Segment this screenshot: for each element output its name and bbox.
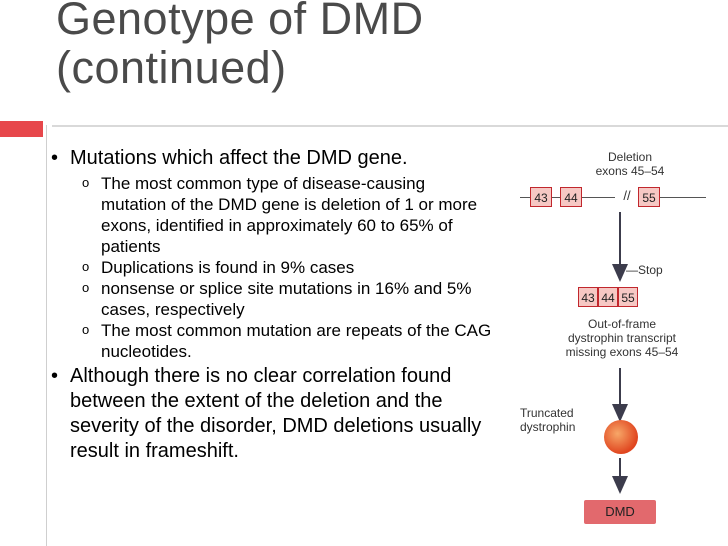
bullet-marker: • xyxy=(51,365,59,387)
exon-box: 43 xyxy=(530,187,552,207)
sub-bullet-item: o The most common mutation are repeats o… xyxy=(46,320,492,362)
bullet-item: • Mutations which affect the DMD gene. xyxy=(46,146,492,171)
sub-bullet-text: nonsense or splice site mutations in 16%… xyxy=(101,279,472,319)
deletion-label-line-1: Deletion xyxy=(607,150,653,164)
truncated-dystrophin-icon xyxy=(604,420,638,454)
transcript-caption-line-3: missing exons 45–54 xyxy=(565,345,679,359)
arrow-down-icon xyxy=(612,476,628,494)
left-divider xyxy=(46,125,47,546)
accent-block xyxy=(0,121,43,137)
title-line-2: (continued) xyxy=(56,42,287,93)
stop-tick-icon: — xyxy=(626,263,638,277)
sub-bullet-item: o The most common type of disease-causin… xyxy=(46,173,492,257)
stop-label: —Stop xyxy=(626,263,686,277)
sub-bullet-marker: o xyxy=(82,280,90,295)
transcript-exon: 43 xyxy=(578,287,598,307)
sub-bullet-text: The most common mutation are repeats of … xyxy=(101,321,492,361)
truncated-label-line-2: dystrophin xyxy=(520,420,576,434)
dmd-result-box: DMD xyxy=(584,500,656,524)
sub-bullet-marker: o xyxy=(82,259,90,274)
sub-bullet-marker: o xyxy=(82,175,90,190)
arrow-shaft xyxy=(619,368,621,408)
sub-bullet-text: Duplications is found in 9% cases xyxy=(101,258,355,277)
arrow-down-icon xyxy=(612,404,628,422)
bullet-text: Mutations which affect the DMD gene. xyxy=(70,147,408,169)
break-mark: // xyxy=(615,189,639,203)
title-divider xyxy=(52,125,728,127)
transcript-caption-line-2: dystrophin transcript xyxy=(567,331,677,345)
deletion-label-line-2: exons 45–54 xyxy=(595,164,665,178)
arrow-shaft xyxy=(619,212,621,268)
transcript-exon: 55 xyxy=(618,287,638,307)
exon-box: 44 xyxy=(560,187,582,207)
bullet-marker: • xyxy=(51,147,59,169)
gene-line xyxy=(520,197,706,198)
arrow-shaft xyxy=(619,458,621,480)
sub-bullet-item: o nonsense or splice site mutations in 1… xyxy=(46,278,492,320)
transcript-caption: Out-of-frame dystrophin transcript missi… xyxy=(552,317,692,359)
title-line-1: Genotype of DMD xyxy=(56,0,424,44)
transcript-exon: 44 xyxy=(598,287,618,307)
arrow-down-icon xyxy=(612,264,628,282)
truncated-label: Truncated dystrophin xyxy=(520,406,590,434)
accent-gap xyxy=(43,124,53,136)
sub-bullet-text: The most common type of disease-causing … xyxy=(101,174,478,256)
bullet-list: • Mutations which affect the DMD gene. o… xyxy=(46,146,492,464)
slide-title: Genotype of DMD (continued) xyxy=(56,0,716,92)
exon-box: 55 xyxy=(638,187,660,207)
stop-text: Stop xyxy=(638,263,663,277)
sub-bullet-marker: o xyxy=(82,322,90,337)
bullet-text: Although there is no clear correlation f… xyxy=(70,365,482,462)
deletion-label: Deletion exons 45–54 xyxy=(580,150,680,178)
dmd-deletion-figure: Deletion exons 45–54 43 44 // 55 —Stop 4… xyxy=(516,140,708,538)
truncated-label-line-1: Truncated xyxy=(520,406,574,420)
sub-bullet-item: o Duplications is found in 9% cases xyxy=(46,257,492,278)
bullet-item: • Although there is no clear correlation… xyxy=(46,364,492,464)
transcript-caption-line-1: Out-of-frame xyxy=(587,317,656,331)
